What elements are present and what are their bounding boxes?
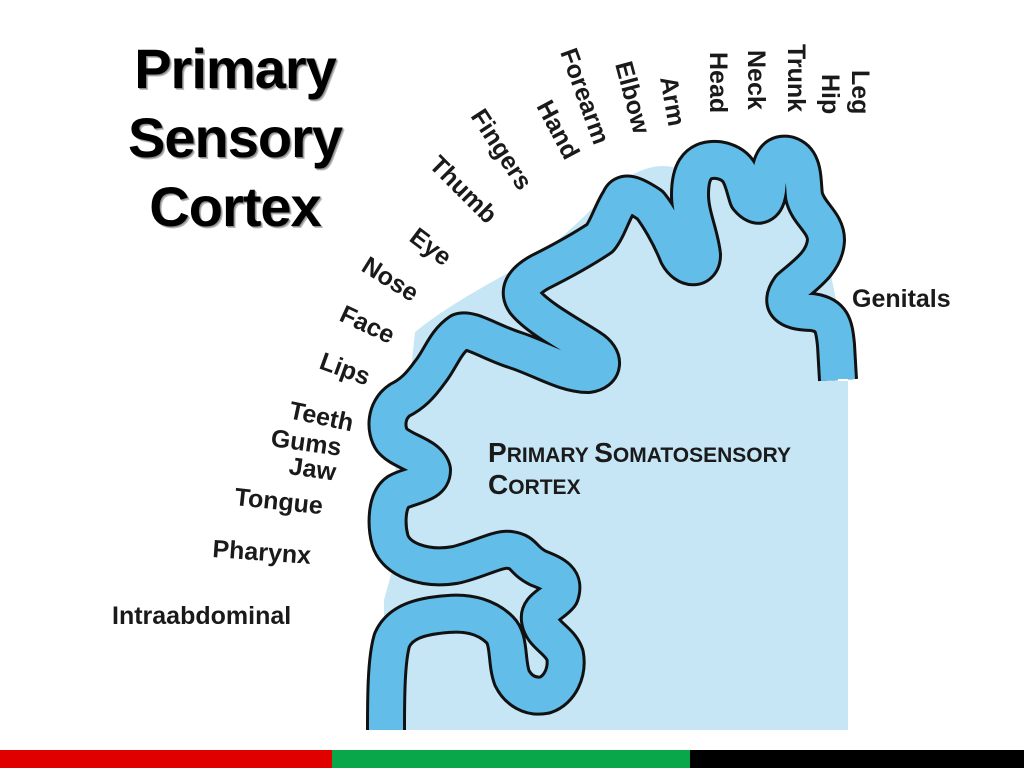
- label-face: Face: [335, 300, 399, 349]
- cortex-label-line-2: CORTEX: [488, 469, 581, 500]
- label-arm: Arm: [654, 74, 690, 128]
- slide-title: Primary Sensory Cortex: [100, 34, 370, 241]
- cortex-label-cap-c: C: [488, 469, 508, 500]
- label-neck: Neck: [742, 50, 770, 110]
- footer-color-bar: [0, 750, 1024, 768]
- cortex-label-cap-p: P: [488, 437, 507, 468]
- label-nose: Nose: [357, 251, 424, 307]
- cortex-label-rimary: RIMARY: [507, 444, 595, 467]
- label-thumb: Thumb: [424, 150, 503, 229]
- label-elbow: Elbow: [609, 58, 655, 137]
- label-leg: Leg: [846, 70, 874, 114]
- cortex-label-omatosensory: OMATOSENSORY: [613, 444, 791, 467]
- label-pharynx: Pharynx: [212, 535, 312, 570]
- title-line-2: Sensory: [128, 106, 343, 169]
- label-intraabdominal: Intraabdominal: [112, 602, 291, 630]
- label-jaw: Jaw: [287, 452, 338, 486]
- cortex-label-cap-s: S: [594, 437, 613, 468]
- label-tongue: Tongue: [233, 483, 324, 520]
- label-head: Head: [704, 52, 732, 113]
- label-trunk: Trunk: [782, 44, 810, 112]
- label-eye: Eye: [404, 222, 456, 271]
- white-matter: [384, 160, 848, 731]
- cortex-label-line-1: PRIMARY SOMATOSENSORY: [488, 437, 791, 468]
- bottom-cover: [360, 731, 860, 750]
- title-line-3: Cortex: [149, 175, 321, 238]
- footer-bar-green: [332, 750, 690, 768]
- title-line-1: Primary: [134, 37, 337, 100]
- footer-bar-black: [690, 750, 1024, 768]
- label-fingers: Fingers: [465, 104, 538, 195]
- label-hip: Hip: [816, 74, 844, 114]
- gray-matter-fill: [369, 137, 855, 731]
- cortex-label-ortex: ORTEX: [508, 476, 580, 499]
- label-genitals: Genitals: [852, 285, 951, 313]
- footer-bar-red: [0, 750, 332, 768]
- label-lips: Lips: [316, 347, 374, 391]
